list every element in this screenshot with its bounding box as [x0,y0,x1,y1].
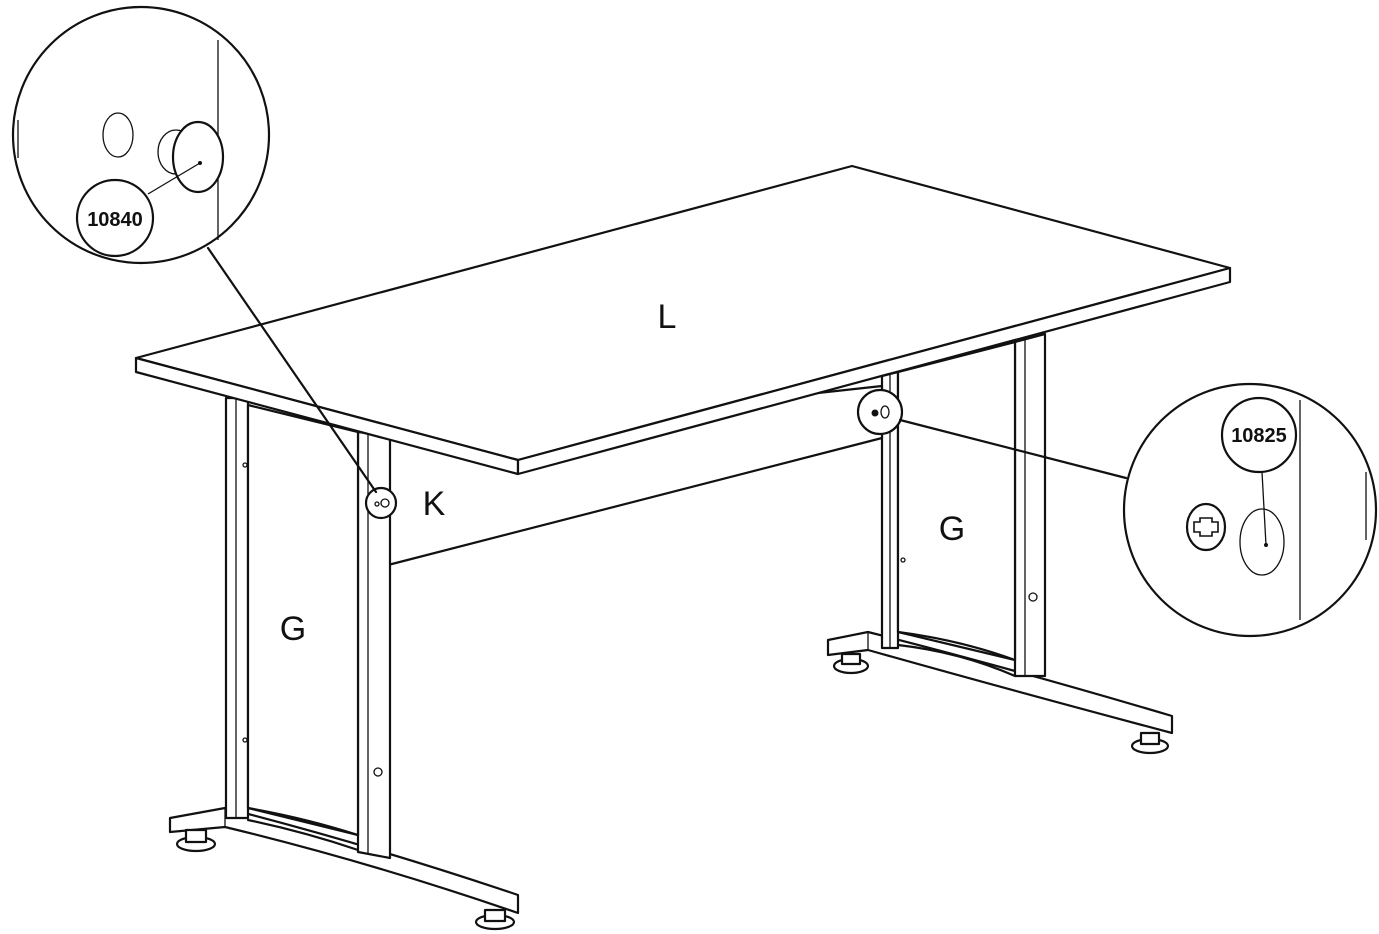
part-code-right: 10825 [1231,425,1287,447]
leader-line-left [206,246,378,494]
detail-callout-left: 10840 [11,5,271,265]
highlight-right [856,388,904,436]
cam-lock-screw-icon [1185,502,1285,576]
label-crossbar: K [423,485,446,523]
highlight-left [364,486,398,520]
part-code-left: 10840 [87,209,143,231]
detail-callout-right: 10825 [1122,382,1378,638]
leader-line-right [898,418,1128,480]
label-leg-left: G [280,610,306,648]
leg-left [168,396,520,931]
cam-lock-bolt-icon [102,112,225,194]
label-leg-right: G [939,510,965,548]
tabletop [134,164,1232,476]
leg-right [826,332,1174,755]
label-tabletop: L [658,298,677,336]
